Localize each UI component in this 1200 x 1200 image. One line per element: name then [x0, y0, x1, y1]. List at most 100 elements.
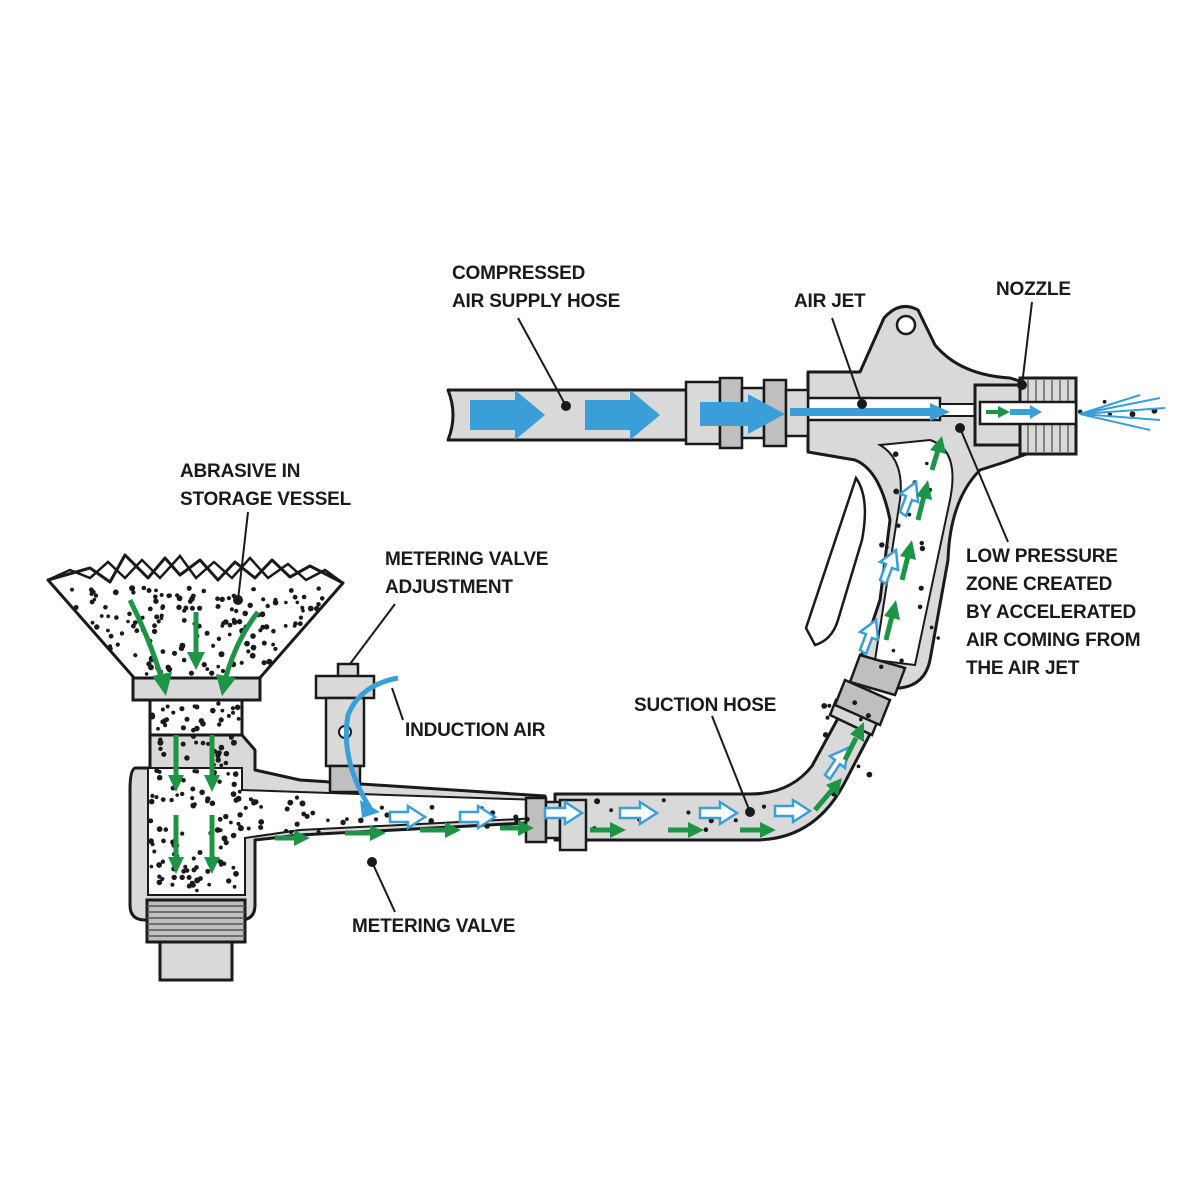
abrasive-particle	[215, 596, 220, 601]
abrasive-particle	[292, 594, 298, 600]
abrasive-particle	[686, 810, 691, 815]
abrasive-particle	[929, 625, 934, 630]
abrasive-arrowhead	[884, 600, 900, 620]
abrasive-arrowhead	[294, 830, 310, 846]
abrasive-particle	[428, 818, 435, 824]
abrasive-particle	[175, 793, 179, 797]
abrasive-particle	[258, 825, 264, 830]
abrasive-particle	[237, 812, 243, 818]
abrasive-particle	[223, 750, 230, 757]
abrasive-particle	[186, 585, 192, 591]
abrasive-particle	[171, 874, 177, 881]
abrasive-particle	[165, 704, 170, 709]
air-arrow-outline	[877, 547, 900, 586]
abrasive-particle	[94, 624, 100, 630]
abrasive-particle	[209, 800, 216, 807]
abrasive-particle	[204, 630, 210, 636]
abrasive-particle	[231, 865, 236, 870]
abrasive-particle	[205, 868, 211, 874]
abrasive-particle	[127, 611, 132, 617]
abrasive-particle	[919, 540, 924, 546]
abrasive-particle	[160, 605, 165, 610]
abrasive-particle	[219, 596, 225, 602]
abrasive-particle	[230, 739, 237, 746]
air-arrow	[700, 394, 785, 434]
abrasive-arrowhead	[204, 857, 220, 874]
abrasive-particle	[258, 819, 265, 825]
abrasive-particle	[1102, 399, 1107, 404]
abrasive-particle	[163, 723, 168, 728]
abrasive-particle	[180, 831, 185, 836]
abrasive-particle	[345, 817, 349, 821]
abrasive-particle	[297, 621, 303, 627]
abrasive-particle	[156, 826, 163, 832]
abrasive-particle	[230, 706, 235, 711]
abrasive-particle	[218, 651, 225, 658]
abrasive-particle	[907, 512, 912, 517]
leader-compressed-air	[517, 317, 571, 411]
abrasive-particle	[384, 812, 390, 818]
abrasive-particle	[200, 718, 205, 723]
abrasive-particle	[227, 632, 232, 637]
abrasive-particle	[156, 862, 163, 868]
abrasive-particle	[108, 644, 113, 649]
abrasive-particle	[216, 701, 221, 706]
leader-nozzle	[1017, 301, 1033, 390]
abrasive-particle	[151, 628, 158, 635]
abrasive-particle	[218, 717, 224, 723]
abrasive-particle	[231, 619, 238, 625]
abrasive-particle	[609, 808, 613, 813]
abrasive-arrowhead	[152, 672, 172, 696]
abrasive-arrow	[929, 449, 941, 471]
abrasive-particle	[149, 864, 154, 869]
abrasive-particle	[661, 798, 666, 803]
abrasive-particle	[114, 615, 119, 620]
abrasive-arrowhead	[187, 652, 205, 670]
leader-suction-hose	[711, 715, 755, 817]
abrasive-particle	[190, 733, 197, 739]
abrasive-particle	[99, 614, 104, 618]
abrasive-particle	[184, 716, 190, 722]
abrasive-particle	[205, 796, 211, 802]
abrasive-particle	[703, 827, 709, 832]
abrasive-particle	[175, 593, 180, 598]
abrasive-particle	[156, 879, 163, 886]
abrasive-particle	[373, 817, 379, 822]
label-suction-hose: SUCTION HOSE	[634, 695, 777, 716]
abrasive-particle	[160, 876, 165, 882]
abrasive-particle	[131, 590, 136, 595]
abrasive-particle	[210, 707, 216, 714]
abrasive-particle	[184, 755, 190, 761]
air-arrow-outline	[773, 797, 813, 825]
abrasive-particle	[219, 862, 224, 867]
abrasive-particle	[247, 602, 253, 608]
abrasive-particle	[161, 718, 167, 724]
abrasive-particle	[261, 597, 266, 602]
abrasive-particle	[287, 799, 294, 806]
abrasive-particle	[171, 650, 178, 656]
abrasive-arrowhead	[998, 406, 1010, 418]
abrasive-particle	[233, 797, 239, 803]
abrasive-particle	[230, 791, 237, 797]
abrasive-particle	[154, 614, 160, 620]
abrasive-particle	[160, 859, 166, 864]
abrasive-particle	[885, 545, 889, 550]
abrasive-particle	[314, 605, 320, 612]
abrasive-particle	[307, 605, 314, 612]
leader-low-pressure	[955, 423, 1009, 543]
label-induction-air: INDUCTION AIR	[405, 720, 546, 741]
label-low-pressure-zone: LOW PRESSURE ZONE CREATED BY ACCELERATED…	[966, 546, 1141, 679]
abrasive-particle	[160, 707, 165, 712]
abrasive-particle	[188, 670, 194, 676]
abrasive-particle	[936, 636, 940, 640]
abrasive-particle	[159, 613, 164, 618]
label-metering-valve: METERING VALVE	[352, 916, 516, 937]
abrasive-particle	[283, 624, 288, 628]
abrasive-particle	[156, 774, 163, 781]
abrasive-particle	[238, 824, 243, 829]
abrasive-arrowhead	[445, 822, 461, 838]
abrasive-particle	[160, 797, 166, 802]
air-flow-arrows	[343, 390, 1166, 818]
abrasive-particle	[186, 883, 192, 889]
abrasive-particle	[157, 874, 162, 879]
